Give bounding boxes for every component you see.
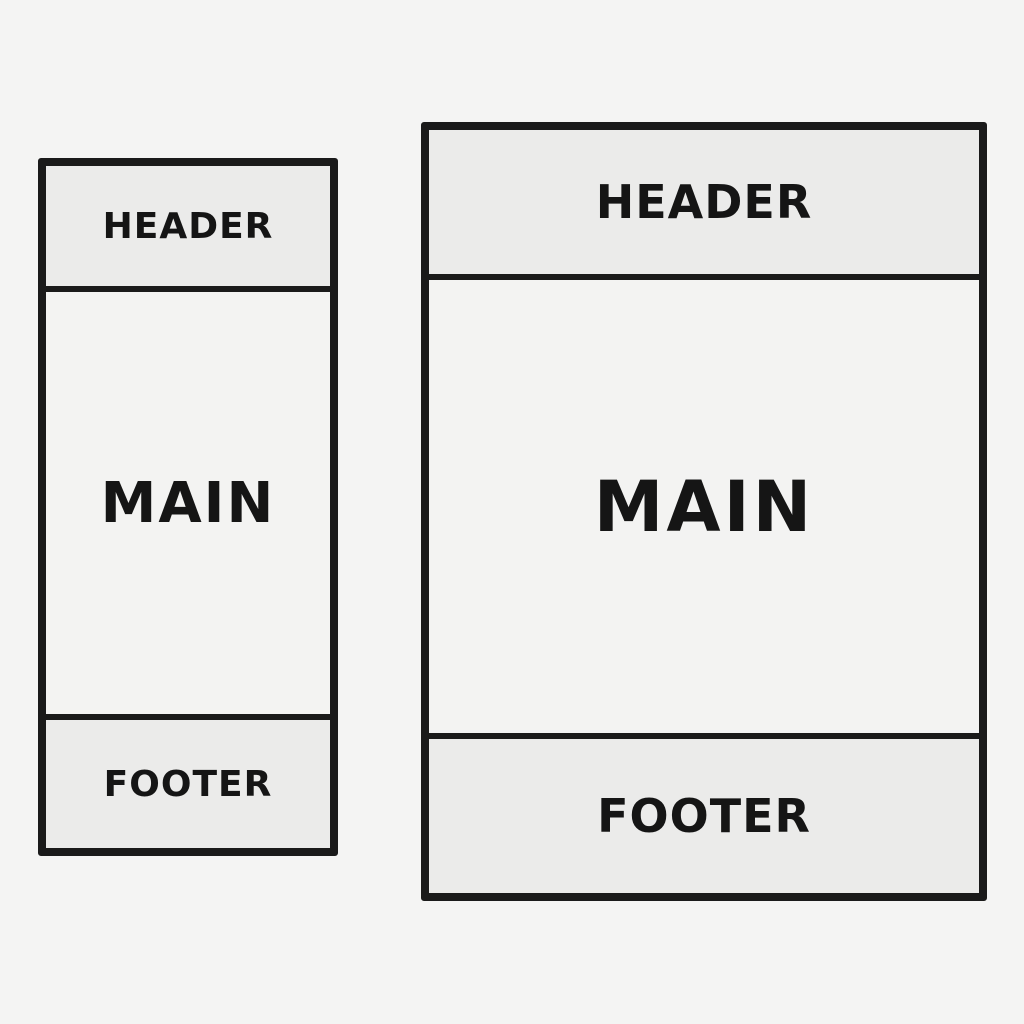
narrow-main-label: MAIN [100,470,276,536]
wide-footer-region: FOOTER [429,733,979,893]
narrow-layout-diagram: HEADER MAIN FOOTER [38,158,338,856]
narrow-header-label: HEADER [102,205,274,247]
narrow-main-region: MAIN [46,292,330,714]
narrow-header-region: HEADER [46,166,330,292]
wide-main-label: MAIN [593,465,815,548]
wide-main-region: MAIN [429,280,979,733]
narrow-footer-label: FOOTER [103,763,273,805]
narrow-footer-region: FOOTER [46,714,330,848]
wide-footer-label: FOOTER [597,789,811,843]
wide-layout-diagram: HEADER MAIN FOOTER [421,122,987,901]
wide-header-region: HEADER [429,130,979,280]
wide-header-label: HEADER [595,175,813,229]
